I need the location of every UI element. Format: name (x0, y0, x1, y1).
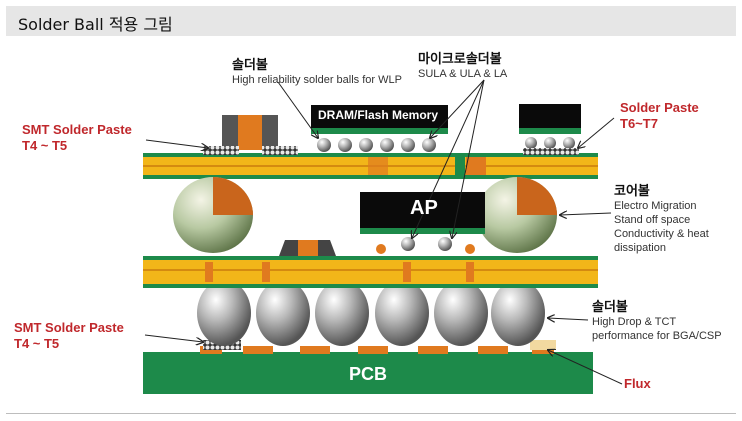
title-bar: Solder Ball 적용 그림 (6, 6, 736, 36)
smt-top-line1: SMT Solder Paste (22, 122, 132, 137)
pcb-board (143, 352, 593, 394)
smt-solder-paste-bottom-label: SMT Solder Paste T4 ~ T5 (14, 320, 124, 352)
dram-label: DRAM/Flash Memory (318, 108, 439, 122)
upper-substrate (143, 153, 598, 179)
core-balls (173, 177, 557, 253)
top-right-package (519, 104, 581, 155)
ap-chip (360, 192, 485, 254)
lower-substrate (143, 256, 598, 288)
solder-paste-label: Solder Paste T6~T7 (620, 100, 699, 132)
smt-top-line2: T4 ~ T5 (22, 138, 68, 153)
ap-label: AP (410, 197, 438, 219)
wlp-desc: High reliability solder balls for WLP (232, 74, 402, 86)
micro-desc: SULA & ULA & LA (418, 68, 508, 80)
core-desc-1: Electro Migration (614, 200, 697, 212)
wlp-callout: 솔더볼 High reliability solder balls for WL… (232, 54, 402, 87)
solder-paste-line1: Solder Paste (620, 100, 699, 115)
pcb-pads (200, 346, 554, 354)
bga-desc-1: High Drop & TCT (592, 316, 677, 328)
bga-solder-ball-callout: 솔더볼 High Drop & TCT performance for BGA/… (592, 296, 722, 343)
micro-title: 마이크로솔더볼 (418, 52, 502, 67)
middle-component (279, 240, 336, 256)
pcb-label: PCB (349, 364, 388, 384)
bga-solder-balls (197, 280, 545, 346)
bga-title: 솔더볼 (592, 300, 628, 315)
core-desc-3: Conductivity & heat (614, 228, 709, 240)
bga-desc-2: performance for BGA/CSP (592, 330, 722, 342)
smt-solder-paste-top-label: SMT Solder Paste T4 ~ T5 (22, 122, 132, 154)
bottom-divider (6, 413, 736, 414)
solder-paste-line2: T6~T7 (620, 116, 658, 131)
top-left-component (203, 115, 298, 155)
core-ball-callout: 코어볼 Electro Migration Stand off space Co… (614, 180, 709, 255)
micro-solder-ball-callout: 마이크로솔더볼 SULA & ULA & LA (418, 48, 507, 81)
core-desc-4: dissipation (614, 242, 666, 254)
smt-bottom-line1: SMT Solder Paste (14, 320, 124, 335)
smt-bottom-line2: T4 ~ T5 (14, 336, 60, 351)
leader-arrows (144, 79, 623, 385)
wlp-title: 솔더볼 (232, 58, 268, 73)
flux-label: Flux (624, 376, 651, 391)
page-title: Solder Ball 적용 그림 (18, 15, 173, 34)
core-desc-2: Stand off space (614, 214, 691, 226)
dram-package (311, 105, 448, 152)
core-title: 코어볼 (614, 184, 650, 199)
